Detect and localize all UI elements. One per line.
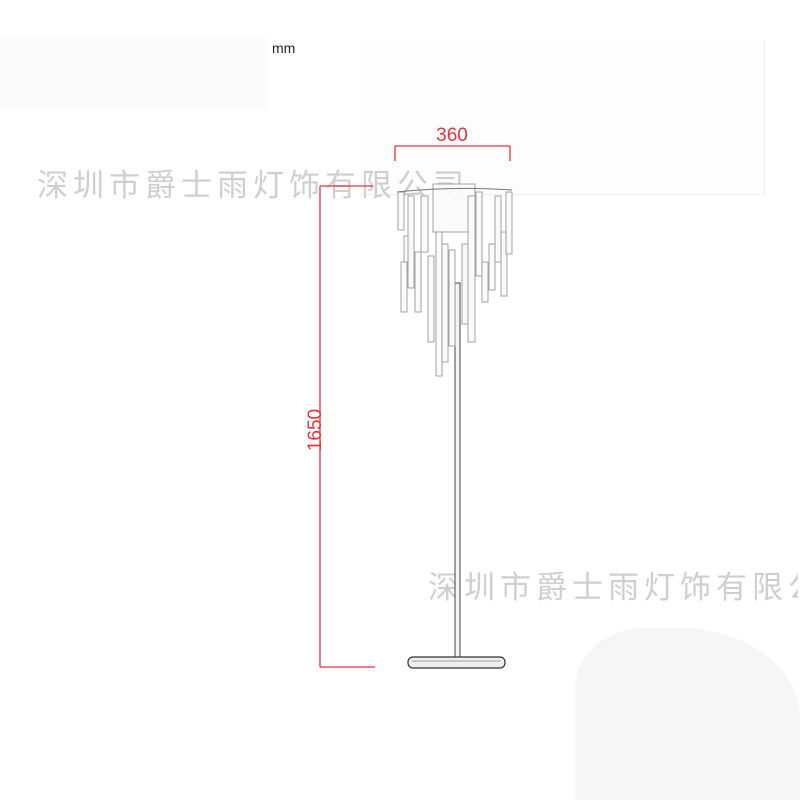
crystal-rod bbox=[467, 195, 476, 343]
lamp-base bbox=[407, 656, 506, 669]
crystal-rod bbox=[461, 243, 469, 325]
crystal-rod bbox=[448, 249, 456, 347]
height-dimension: 1650 bbox=[305, 185, 375, 668]
crystal-rod bbox=[441, 243, 449, 363]
lamp-pole bbox=[454, 282, 461, 659]
crystal-rod bbox=[494, 195, 502, 263]
height-dimension-label: 1650 bbox=[305, 409, 326, 451]
crystal-rod bbox=[481, 261, 489, 303]
crystal-rod bbox=[420, 195, 429, 253]
crystal-rod bbox=[400, 261, 408, 313]
background-panel bbox=[0, 36, 268, 110]
unit-label: mm bbox=[272, 40, 296, 56]
crystal-rod bbox=[407, 195, 415, 289]
crystal-rod bbox=[475, 191, 483, 277]
lamp-shade bbox=[397, 183, 513, 377]
background-panel bbox=[360, 40, 765, 195]
crystal-rod bbox=[488, 243, 496, 291]
crystal-rod bbox=[427, 255, 435, 343]
crystal-rod bbox=[500, 231, 508, 297]
shade-top-ring bbox=[396, 187, 513, 193]
crystal-rod bbox=[505, 191, 513, 255]
watermark-text: 深圳市爵士雨灯饰有限公 bbox=[428, 570, 798, 606]
crystal-rod bbox=[414, 251, 422, 313]
floor-lamp bbox=[396, 183, 513, 669]
crystal-rod bbox=[435, 231, 443, 377]
background-blob bbox=[575, 628, 800, 800]
width-dimension-label: 360 bbox=[436, 125, 468, 146]
crystal-rod bbox=[397, 191, 405, 231]
watermark-text: 深圳市爵士雨灯饰有限公司 bbox=[37, 168, 469, 204]
width-dimension: 360 bbox=[394, 125, 511, 161]
